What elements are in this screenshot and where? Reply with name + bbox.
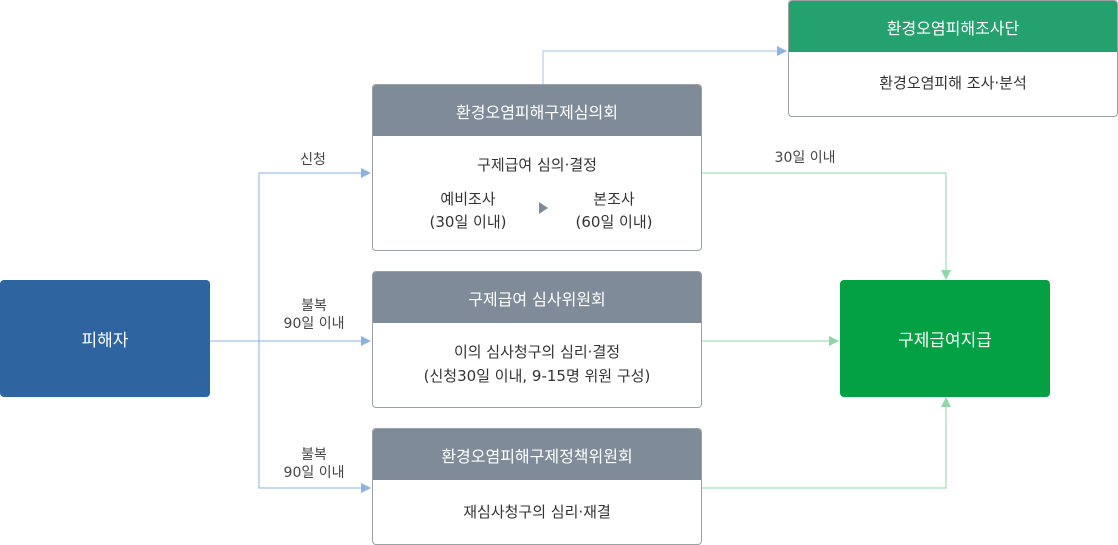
objection1-line1: 불복: [301, 298, 327, 314]
committee3-title: 환경오염피해구제정책위원회: [373, 429, 701, 480]
investigation-box: 환경오염피해조사단 환경오염피해 조사·분석: [788, 0, 1118, 117]
objection2-label: 불복 90일 이내: [274, 446, 354, 482]
committee3-box: 환경오염피해구제정책위원회 재심사청구의 심리·재결: [372, 428, 702, 545]
branch-line: [258, 168, 371, 341]
step2-name: 본조사: [593, 190, 635, 208]
step1-name: 예비조사: [440, 190, 496, 208]
committee2-desc1: 이의 심사청구의 심리·결정: [453, 343, 621, 361]
committee1-to-payment-arrow: [702, 172, 951, 280]
committee1-desc: 구제급여 심의·결정: [477, 156, 597, 174]
investigation-title: 환경오염피해조사단: [789, 1, 1117, 52]
within30-label: 30일 이내: [774, 150, 836, 166]
committee2-desc2: (신청30일 이내, 9-15명 위원 구성): [423, 367, 651, 385]
branch-line-lower: [258, 341, 371, 493]
committee1-to-investigation-arrow: [542, 46, 787, 84]
payment-label: 구제급여지급: [898, 331, 992, 351]
step1-period: (30일 이내): [429, 213, 507, 231]
committee2-body: 이의 심사청구의 심리·결정 (신청30일 이내, 9-15명 위원 구성): [373, 340, 701, 388]
objection2-line1: 불복: [301, 447, 327, 463]
payment-box: 구제급여지급: [840, 280, 1050, 397]
objection1-label: 불복 90일 이내: [274, 297, 354, 333]
victim-box: 피해자: [0, 280, 210, 397]
step-arrow-icon: [539, 202, 548, 214]
committee1-title: 환경오염피해구제심의회: [373, 85, 701, 136]
committee2-title: 구제급여 심사위원회: [373, 272, 701, 323]
objection2-line2: 90일 이내: [283, 465, 345, 481]
victim-label: 피해자: [81, 331, 129, 351]
committee1-step2: 본조사 (60일 이내): [559, 188, 669, 234]
committee1-box: 환경오염피해구제심의회 구제급여 심의·결정 예비조사 (30일 이내) 본조사…: [372, 84, 702, 251]
investigation-desc: 환경오염피해 조사·분석: [879, 74, 1027, 92]
step2-period: (60일 이내): [575, 213, 653, 231]
committee1-step1: 예비조사 (30일 이내): [413, 188, 523, 234]
objection1-line2: 90일 이내: [283, 316, 345, 332]
apply-label: 신청: [300, 152, 326, 168]
committee3-desc: 재심사청구의 심리·재결: [463, 503, 611, 521]
committee3-to-payment-arrow: [702, 397, 951, 489]
committee2-box: 구제급여 심사위원회 이의 심사청구의 심리·결정 (신청30일 이내, 9-1…: [372, 271, 702, 408]
